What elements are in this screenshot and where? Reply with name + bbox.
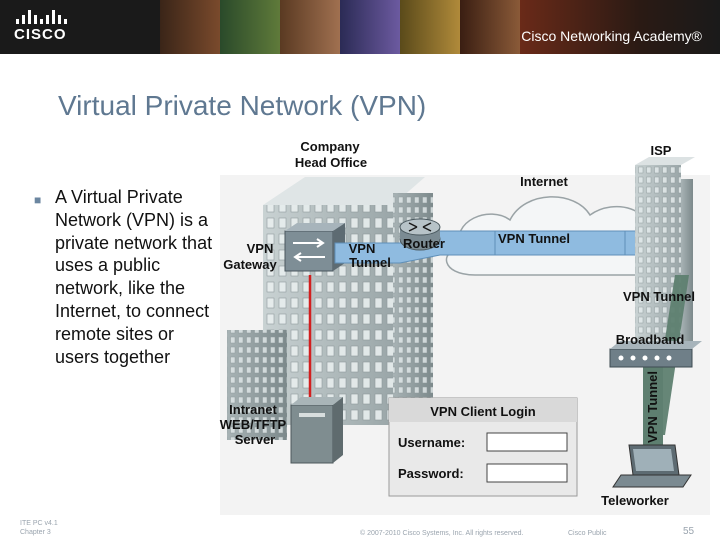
username-field[interactable] xyxy=(486,432,568,452)
web-tftp-label: WEB/TFTP xyxy=(220,417,287,432)
photo-strip xyxy=(340,0,400,54)
photo-strip xyxy=(400,0,460,54)
cisco-wordmark: CISCO xyxy=(14,26,67,43)
photo-strip xyxy=(160,0,220,54)
teleworker-label: Teleworker xyxy=(601,493,669,508)
vpn-client-login-box: VPN Client Login Username: Password: xyxy=(388,397,578,497)
vpn-tunnel-top-label: VPN Tunnel xyxy=(498,231,570,246)
cisco-logo: CISCO xyxy=(14,10,67,43)
router-label: Router xyxy=(403,236,445,251)
router-device xyxy=(399,218,441,251)
footer-copyright: © 2007-2010 Cisco Systems, Inc. All righ… xyxy=(360,530,524,537)
photo-strip xyxy=(520,0,720,54)
bullet-square-icon: ■ xyxy=(34,193,42,207)
internet-label: Internet xyxy=(520,174,568,189)
slide-title: Virtual Private Network (VPN) xyxy=(58,90,427,121)
vpn-tunnel-right-label: VPN Tunnel xyxy=(623,289,695,304)
photo-strip xyxy=(280,0,340,54)
laptop-icon xyxy=(612,444,692,488)
page-number: 55 xyxy=(683,526,695,537)
vpn-tunnel-green-vertical xyxy=(643,367,663,447)
photo-strip xyxy=(220,0,280,54)
vpn-gateway-label: VPN xyxy=(247,241,274,256)
footer-classification: Cisco Public xyxy=(568,530,607,537)
broadband-modem xyxy=(609,341,702,368)
password-field[interactable] xyxy=(486,463,568,483)
intranet-server xyxy=(290,397,343,464)
password-label: Password: xyxy=(398,466,464,481)
vpn-tunnel-left-label: VPN xyxy=(349,241,376,256)
login-title: VPN Client Login xyxy=(430,404,536,419)
company-label: Company xyxy=(300,139,360,154)
photo-strip xyxy=(460,0,520,54)
academy-name: Cisco Networking Academy® xyxy=(521,28,702,44)
header-banner: CISCO Cisco Networking Academy® xyxy=(0,0,720,54)
footer-course: ITE PC v4.1 xyxy=(20,520,58,527)
bullet-point: ■ A Virtual Private Network (VPN) is a p… xyxy=(34,186,214,368)
footer-chapter: Chapter 3 xyxy=(20,529,51,536)
vpn-tunnel-vertical-label: VPN Tunnel xyxy=(645,371,660,443)
broadband-label: Broadband xyxy=(616,332,685,347)
isp-building xyxy=(635,157,695,345)
intranet-label: Intranet xyxy=(229,402,277,417)
tunnel-left-label: Tunnel xyxy=(349,255,391,270)
username-label: Username: xyxy=(398,435,465,450)
cisco-bars-icon xyxy=(16,10,67,24)
vpn-network-diagram: VPN Client Login Username: Password: Com… xyxy=(220,139,710,515)
isp-label: ISP xyxy=(651,143,672,158)
server-label: Server xyxy=(235,432,275,447)
gateway-label: Gateway xyxy=(223,257,277,272)
bullet-text: A Virtual Private Network (VPN) is a pri… xyxy=(55,187,213,367)
head-office-label: Head Office xyxy=(295,155,367,170)
